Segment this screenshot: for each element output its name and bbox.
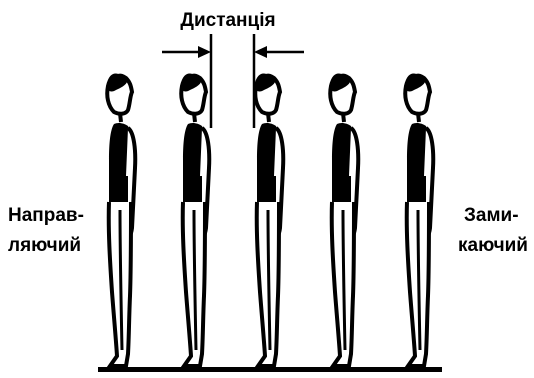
standing-figure-2	[181, 75, 209, 366]
ground-line	[98, 367, 442, 372]
distance-label: Дистанція	[180, 10, 275, 31]
figures	[107, 75, 433, 366]
standing-figure-3	[255, 75, 283, 366]
standing-figure-4	[330, 75, 358, 366]
left-label-line2: ляючий	[8, 235, 81, 256]
standing-figure-5	[405, 75, 433, 366]
distance-marker: Дистанція	[162, 10, 304, 128]
distance-arrowhead-right	[254, 46, 267, 58]
distance-arrowhead-left	[198, 46, 211, 58]
standing-figure-1	[107, 75, 135, 366]
left-label-line1: Направ-	[8, 205, 84, 226]
right-label-line1: Зами-	[464, 205, 519, 226]
right-label-line2: каючий	[458, 235, 528, 256]
